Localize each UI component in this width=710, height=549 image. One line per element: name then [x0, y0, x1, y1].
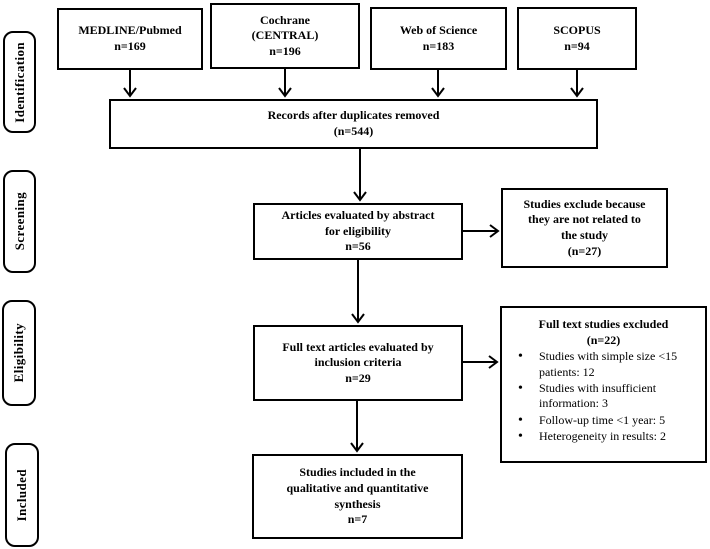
source-medline-count: n=169: [114, 39, 146, 53]
arrow-fulltext-to-included: [350, 401, 364, 453]
arrow-abstract-to-excluded: [463, 224, 500, 238]
stage-identification: Identification: [3, 31, 36, 133]
source-box-scopus: SCOPUS n=94: [517, 7, 637, 70]
abstract-excluded-count: (n=27): [567, 243, 602, 258]
abstract-excluded-box: Studies exclude because they are not rel…: [501, 188, 668, 268]
excluded-reason-item: Follow-up time <1 year: 5: [506, 412, 701, 430]
source-scopus-name: SCOPUS: [553, 22, 601, 37]
records-after-duplicates-count: (n=544): [333, 124, 374, 138]
abstract-screening-count: n=56: [345, 239, 371, 254]
stage-eligibility-label: Eligibility: [11, 323, 26, 383]
abstract-screening-title: Articles evaluated by abstract for eligi…: [281, 208, 435, 238]
fulltext-excluded-reason-list: Studies with simple size <15 patients: 1…: [506, 348, 701, 446]
excluded-reason-item: Studies with simple size <15 patients: 1…: [506, 348, 701, 380]
excluded-reason-item: Studies with insufficient information: 3: [506, 380, 701, 412]
stage-included: Included: [5, 443, 39, 547]
fulltext-eligibility-box: Full text articles evaluated by inclusio…: [253, 325, 463, 401]
source-box-medline: MEDLINE/Pubmed n=169: [57, 8, 203, 70]
arrow-medline-to-records: [123, 70, 137, 98]
included-synthesis-count: n=7: [347, 512, 368, 527]
fulltext-excluded-count: (n=22): [586, 332, 621, 347]
arrow-abstract-to-fulltext: [351, 260, 365, 324]
source-box-cochrane: Cochrane (CENTRAL) n=196: [210, 3, 360, 69]
abstract-excluded-title: Studies exclude because they are not rel…: [523, 196, 646, 242]
abstract-screening-box: Articles evaluated by abstract for eligi…: [253, 203, 463, 260]
arrow-cochrane-to-records: [278, 69, 292, 98]
stage-eligibility: Eligibility: [2, 300, 36, 406]
source-web-of-science-name: Web of Science: [399, 22, 478, 37]
source-medline-name: MEDLINE/Pubmed: [78, 23, 182, 38]
fulltext-eligibility-count: n=29: [345, 370, 371, 385]
fulltext-eligibility-title: Full text articles evaluated by inclusio…: [282, 339, 434, 370]
arrow-fulltext-to-excluded: [463, 355, 499, 369]
stage-screening: Screening: [3, 170, 36, 273]
records-after-duplicates-title: Records after duplicates removed: [267, 108, 440, 123]
fulltext-excluded-title: Full text studies excluded: [538, 317, 669, 331]
source-cochrane-count: n=196: [269, 43, 301, 58]
source-scopus-count: n=94: [564, 38, 590, 53]
fulltext-excluded-box: Full text studies excluded (n=22) Studie…: [500, 306, 707, 463]
source-box-web-of-science: Web of Science n=183: [370, 7, 507, 70]
included-synthesis-box: Studies included in the qualitative and …: [252, 454, 463, 539]
arrow-web-of-science-to-records: [431, 70, 445, 98]
arrow-scopus-to-records: [570, 70, 584, 98]
arrow-records-to-abstract: [353, 149, 367, 202]
stage-included-label: Included: [14, 468, 29, 522]
stage-screening-label: Screening: [11, 192, 27, 251]
stage-identification-label: Identification: [11, 41, 27, 123]
source-web-of-science-count: n=183: [422, 38, 455, 53]
excluded-reason-item: Heterogeneity in results: 2: [506, 428, 701, 446]
records-after-duplicates-box: Records after duplicates removed (n=544): [109, 99, 598, 149]
source-cochrane-name: Cochrane (CENTRAL): [251, 12, 319, 43]
included-synthesis-title: Studies included in the qualitative and …: [286, 465, 429, 511]
